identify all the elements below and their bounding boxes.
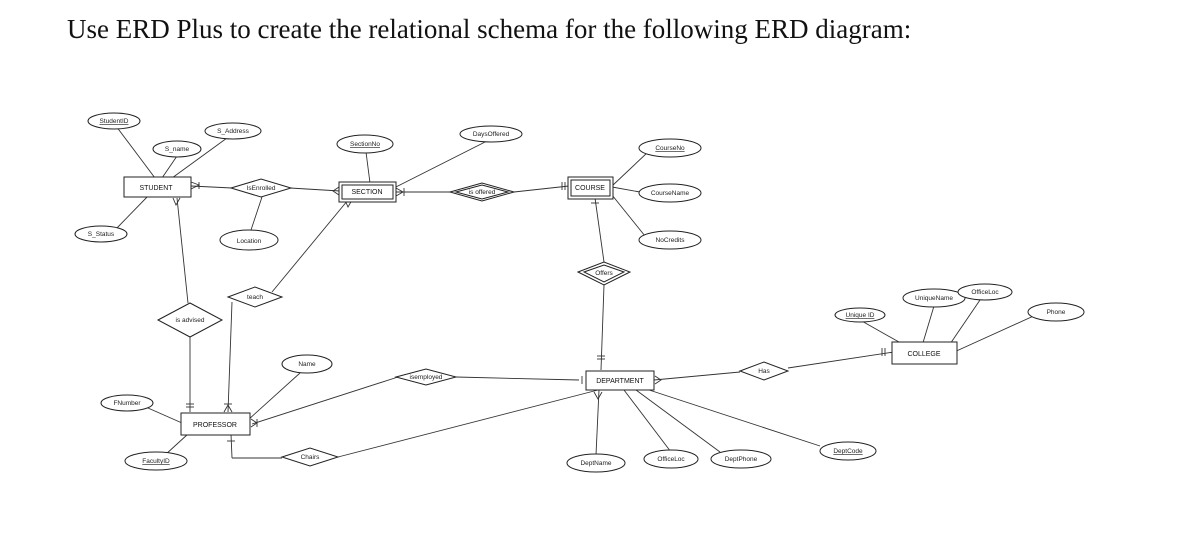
entity-course-label: COURSE: [575, 185, 605, 192]
attr-no-credits: NoCredits: [638, 230, 702, 250]
attr-no-credits-label: NoCredits: [656, 237, 686, 244]
attr-dept-phone-label: DeptPhone: [725, 456, 758, 463]
rel-is-employed: isemployed: [394, 368, 458, 386]
attr-college-office-loc-label: OfficeLoc: [971, 289, 999, 296]
attr-dept-code: DeptCode: [819, 441, 877, 461]
entity-course: COURSE: [567, 176, 614, 200]
attr-section-no: SectionNo: [336, 134, 394, 154]
rel-offers: Offers: [576, 261, 632, 286]
rel-chairs: Chairs: [280, 447, 340, 467]
attr-unique-name-label: UniqueName: [915, 295, 953, 302]
entity-section-label: SECTION: [351, 189, 382, 196]
entity-section: SECTION: [338, 181, 397, 203]
rel-is-enrolled: IsEnrolled: [229, 178, 293, 198]
attr-course-no-label: CourseNo: [655, 145, 685, 152]
attr-s-address-label: S_Address: [217, 128, 250, 135]
rel-has: Has: [738, 361, 790, 381]
attr-student-id-label: StudentID: [100, 118, 129, 125]
attr-course-name-label: CourseName: [651, 190, 690, 197]
attr-dept-office-loc-label: OfficeLoc: [657, 456, 685, 463]
attr-dept-name: DeptName: [566, 453, 626, 473]
attr-location-label: Location: [237, 238, 262, 245]
rel-is-offered-label: is offered: [469, 189, 496, 196]
entity-professor-label: PROFESSOR: [193, 422, 237, 429]
rel-is-offered: is offered: [448, 182, 516, 202]
rel-is-enrolled-label: IsEnrolled: [247, 185, 276, 192]
attr-dept-name-label: DeptName: [580, 460, 611, 467]
attr-days-offered: DaysOffered: [459, 125, 523, 143]
attr-course-name: CourseName: [638, 183, 702, 203]
entity-college: COLLEGE: [891, 341, 958, 365]
attr-days-offered-label: DaysOffered: [473, 131, 510, 138]
attr-dept-phone: DeptPhone: [710, 449, 772, 469]
attr-unique-id: Unique ID: [834, 307, 886, 323]
attr-s-name: S_name: [152, 140, 202, 158]
entity-professor: PROFESSOR: [180, 412, 251, 436]
entity-student-label: STUDENT: [139, 185, 173, 192]
attr-course-no: CourseNo: [638, 138, 702, 158]
attr-faculty-id-label: FacultyID: [142, 458, 170, 465]
attr-prof-name-label: Name: [298, 361, 316, 368]
rel-is-advised-label: is advised: [176, 317, 205, 324]
attr-student-id: StudentID: [87, 112, 141, 130]
attr-s-status-label: S_Status: [88, 231, 115, 238]
rel-offers-label: Offers: [595, 270, 613, 277]
rel-chairs-label: Chairs: [301, 454, 321, 461]
attr-f-number-label: FNumber: [113, 400, 141, 407]
attr-s-address: S_Address: [204, 122, 262, 140]
entity-college-label: COLLEGE: [907, 351, 940, 358]
entity-department-label: DEPARTMENT: [596, 378, 644, 385]
attr-college-office-loc: OfficeLoc: [957, 283, 1013, 301]
instruction-heading: Use ERD Plus to create the relational sc…: [67, 14, 912, 44]
rel-is-employed-label: isemployed: [410, 374, 443, 381]
attr-prof-name: Name: [281, 354, 333, 374]
attr-section-no-label: SectionNo: [350, 141, 380, 148]
attr-phone: Phone: [1027, 302, 1085, 322]
attr-dept-office-loc: OfficeLoc: [643, 449, 699, 469]
rel-has-label: Has: [758, 368, 770, 375]
rel-teach: teach: [226, 286, 284, 308]
attr-phone-label: Phone: [1047, 309, 1066, 316]
attr-f-number: FNumber: [100, 394, 154, 412]
rel-teach-label: teach: [247, 294, 263, 301]
attr-unique-id-label: Unique ID: [846, 312, 875, 319]
attr-s-status: S_Status: [74, 225, 128, 243]
entity-department: DEPARTMENT: [585, 370, 655, 391]
attr-s-name-label: S_name: [165, 146, 190, 153]
cardinality-marks: [172, 181, 886, 442]
entity-student: STUDENT: [123, 176, 192, 198]
attr-location: Location: [219, 229, 279, 251]
attr-faculty-id: FacultyID: [124, 451, 188, 471]
rel-is-advised: is advised: [156, 302, 224, 338]
attr-dept-code-label: DeptCode: [833, 448, 863, 455]
attr-unique-name: UniqueName: [902, 288, 966, 308]
